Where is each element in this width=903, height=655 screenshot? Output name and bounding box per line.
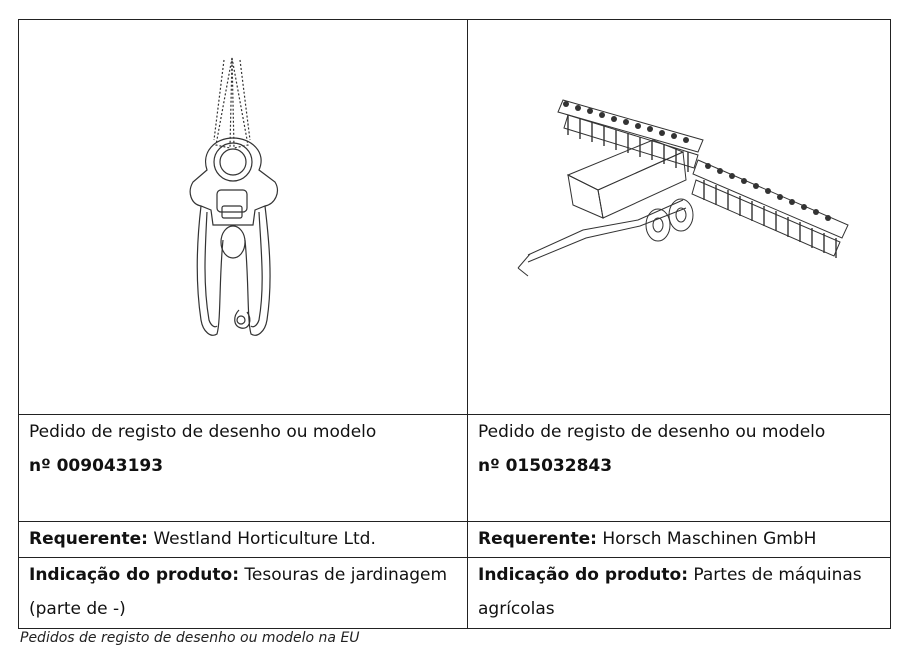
- design-image-cell-2: [467, 19, 891, 415]
- product-cell-2: Indicação do produto: Partes de máquinas…: [467, 557, 891, 629]
- product-value: Tesouras de jardinagem (parte de -): [29, 565, 448, 619]
- application-label: Pedido de registo de desenho ou modelo: [478, 422, 826, 442]
- applicant-value: Horsch Maschinen GmbH: [602, 529, 817, 549]
- design-image-cell-1: [18, 19, 468, 415]
- applicant-value: Westland Horticulture Ltd.: [153, 529, 376, 549]
- image-row: [18, 19, 891, 415]
- applicant-cell-1: Requerente: Westland Horticulture Ltd.: [18, 521, 468, 558]
- applicant-label: Requerente:: [478, 529, 597, 549]
- applicant-label: Requerente:: [29, 529, 148, 549]
- applicant-cell-2: Requerente: Horsch Maschinen GmbH: [467, 521, 891, 558]
- application-cell-1: Pedido de registo de desenho ou modelo n…: [18, 414, 468, 522]
- application-number: nº 015032843: [478, 456, 613, 476]
- applicant-row: Requerente: Westland Horticulture Ltd. R…: [18, 521, 891, 558]
- product-cell-1: Indicação do produto: Tesouras de jardin…: [18, 557, 468, 629]
- seed-drill-icon: [517, 99, 849, 277]
- product-label: Indicação do produto:: [478, 565, 688, 585]
- application-number: nº 009043193: [29, 456, 164, 476]
- product-row: Indicação do produto: Tesouras de jardin…: [18, 557, 891, 629]
- product-value: Partes de máquinas agrícolas: [478, 565, 862, 619]
- table-caption: Pedidos de registo de desenho ou modelo …: [20, 630, 360, 646]
- design-table: Pedido de registo de desenho ou modelo n…: [18, 19, 891, 629]
- pruning-shears-icon: [189, 57, 278, 336]
- application-row: Pedido de registo de desenho ou modelo n…: [18, 414, 891, 522]
- product-label: Indicação do produto:: [29, 565, 239, 585]
- application-label: Pedido de registo de desenho ou modelo: [29, 422, 377, 442]
- application-cell-2: Pedido de registo de desenho ou modelo n…: [467, 414, 891, 522]
